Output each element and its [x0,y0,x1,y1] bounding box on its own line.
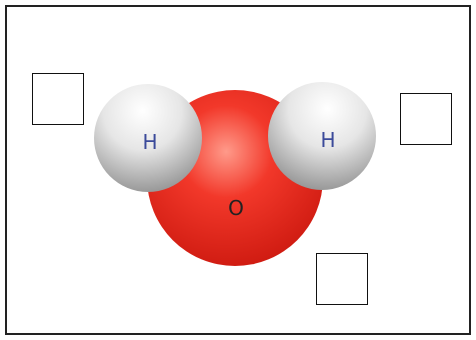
label-box-right[interactable] [400,93,452,145]
label-box-bottom[interactable] [316,253,368,305]
hydrogen-atom-right [268,82,376,190]
hydrogen-left-label: H [142,130,157,154]
hydrogen-right-label: H [320,128,335,152]
label-box-left[interactable] [32,73,84,125]
hydrogen-atom-left [94,84,202,192]
oxygen-label: O [228,196,244,220]
